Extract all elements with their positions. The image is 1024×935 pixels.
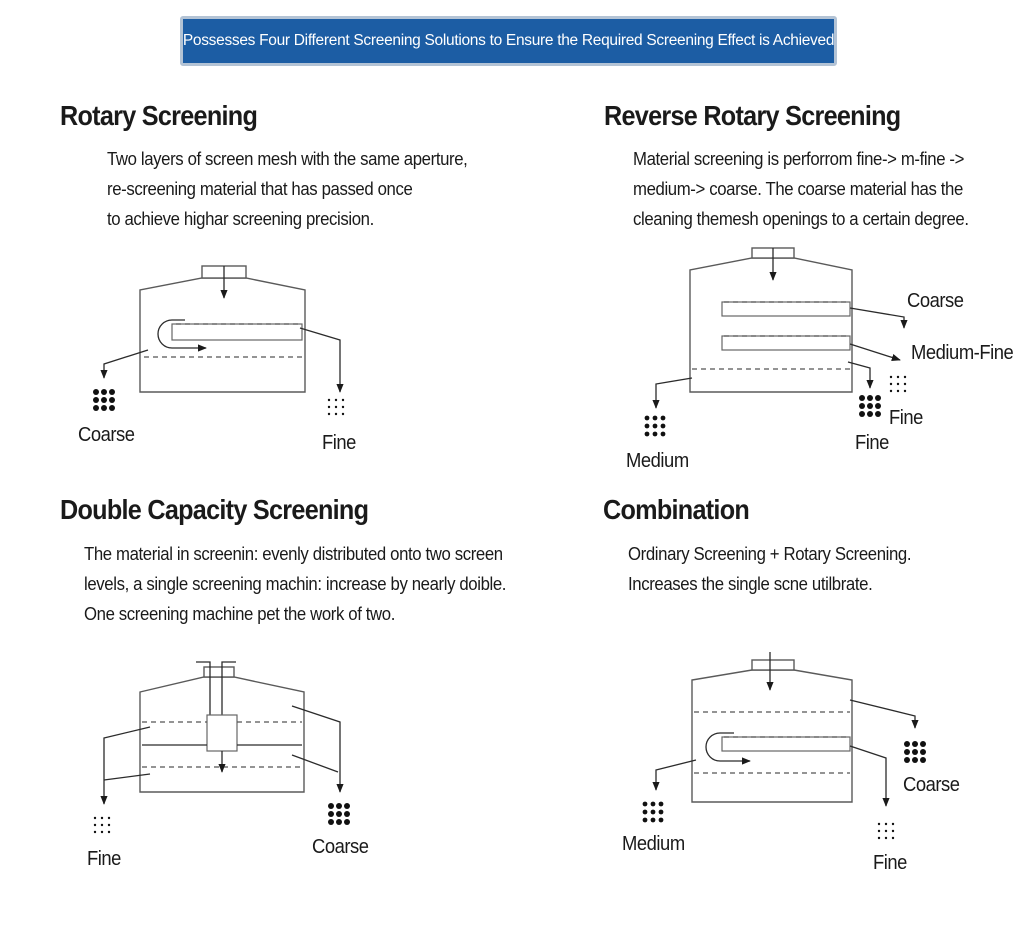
combination-coarse-label: Coarse (903, 774, 960, 796)
reverse-rotary-screening-description: Material screening is perforrom fine-> m… (633, 144, 969, 234)
coarse-output-arrow (849, 699, 919, 729)
combination-fine-label: Fine (873, 852, 907, 874)
combination-title: Combination (603, 494, 750, 525)
fine-particles-icon (877, 822, 895, 840)
description-line: Ordinary Screening + Rotary Screening. (628, 544, 912, 564)
description-line: Two layers of screen mesh with the same … (107, 149, 468, 169)
medium-output-arrow (652, 377, 693, 409)
description-line: Increases the single scne utilbrate. (628, 574, 873, 594)
return-flow-arrow (157, 319, 207, 352)
medium-output-arrow (652, 759, 697, 791)
screen-deck (721, 736, 851, 752)
rotary-screening-description: Two layers of screen mesh with the same … (107, 144, 468, 234)
combination-description: Ordinary Screening + Rotary Screening. I… (628, 539, 912, 599)
rotary-coarse-label: Coarse (78, 424, 135, 446)
upper-screen-deck (171, 323, 303, 341)
coarse-particles-icon (328, 803, 350, 825)
description-line: cleaning themesh openings to a certain d… (633, 209, 969, 229)
return-flow-arrow (705, 732, 751, 765)
double-capacity-screening-title: Double Capacity Screening (60, 494, 369, 525)
fine-output-branch (103, 773, 151, 781)
upper-screen-deck (721, 301, 851, 317)
middle-screen-deck (721, 335, 851, 351)
rotary-screening-diagram (93, 265, 345, 416)
coarse-output-branch (291, 754, 339, 773)
description-line: One screening machine pet the work of tw… (84, 604, 395, 624)
coarse-output-arrow (291, 705, 344, 793)
fine-output-arrow (100, 726, 151, 805)
feed-inlet (203, 666, 235, 678)
double-coarse-label: Coarse (312, 836, 369, 858)
reverse-rotary-screening-diagram (644, 247, 908, 437)
feed-pipe (196, 661, 211, 716)
fine-particles-icon (889, 375, 907, 393)
medium-particles-icon (644, 415, 666, 437)
reverse-fine-label: Fine (855, 432, 889, 454)
reverse-medium-fine-label: Medium-Fine (911, 342, 1014, 364)
fine-particles-icon (93, 816, 111, 834)
feed-pipe (221, 661, 236, 716)
coarse-particles-icon (93, 389, 115, 411)
reverse-coarse-label: Coarse (907, 290, 964, 312)
screener-body (689, 257, 853, 393)
description-line: levels, a single screening machin: incre… (84, 574, 507, 594)
rotary-screening-title: Rotary Screening (60, 100, 258, 131)
feed-inlet (751, 659, 795, 671)
double-fine-label: Fine (87, 848, 121, 870)
coarse-particles-icon (904, 741, 926, 763)
fine-particles-icon (327, 398, 345, 416)
reverse-rotary-screening-title: Reverse Rotary Screening (604, 100, 901, 131)
fine-output-arrow (847, 361, 874, 389)
description-line: to achieve highar screening precision. (107, 209, 374, 229)
double-capacity-screening-description: The material in screenin: evenly distrib… (84, 539, 506, 629)
description-line: re-screening material that has passed on… (107, 179, 413, 199)
medium-particles-icon (642, 801, 664, 823)
reverse-fine-label: Fine (889, 407, 923, 429)
fine-output-arrow (849, 745, 890, 807)
medium-fine-output-arrow (849, 343, 901, 361)
fine-output-arrow (299, 327, 344, 393)
rotary-fine-label: Fine (322, 432, 356, 454)
double-capacity-screening-diagram (93, 661, 350, 834)
banner-title: Possesses Four Different Screening Solut… (180, 16, 837, 66)
combination-diagram (642, 652, 926, 840)
coarse-output-arrow (849, 307, 908, 329)
description-line: Material screening is perforrom fine-> m… (633, 149, 965, 169)
coarse-output-arrow (100, 349, 149, 379)
distribution-box (206, 714, 238, 752)
coarse-particles-icon (859, 395, 881, 417)
screener-body (691, 669, 853, 803)
description-line: The material in screenin: evenly distrib… (84, 544, 503, 564)
combination-medium-label: Medium (622, 833, 685, 855)
reverse-medium-label: Medium (626, 450, 689, 472)
description-line: medium-> coarse. The coarse material has… (633, 179, 963, 199)
